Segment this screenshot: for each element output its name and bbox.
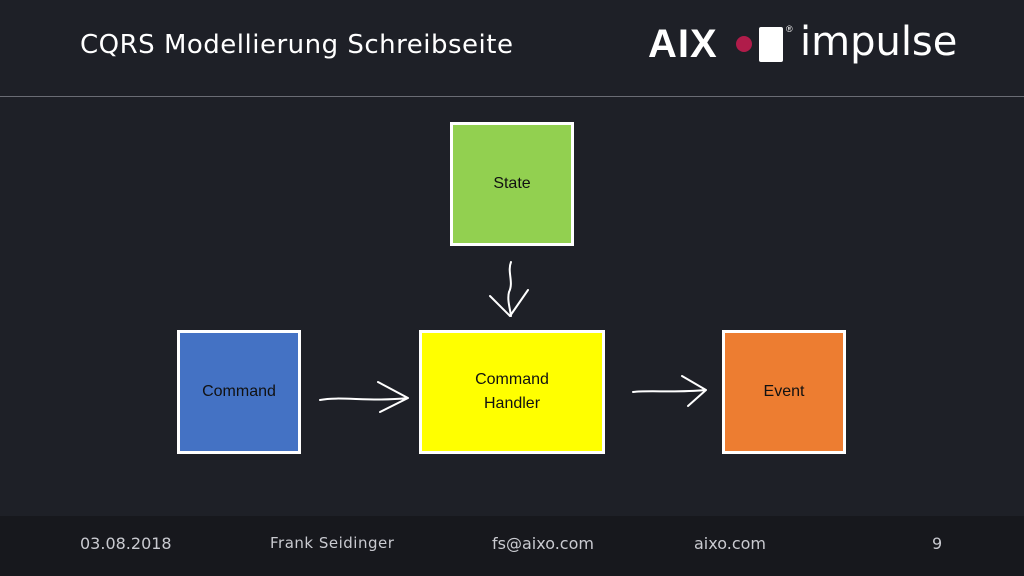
- event-node: Event: [722, 330, 846, 454]
- logo-registered-mark: ®: [786, 24, 793, 34]
- header-divider: [0, 96, 1024, 97]
- aixo-impulse-logo: AIX ® impulse: [648, 19, 958, 72]
- command-handler-node: Command Handler: [419, 330, 605, 454]
- arrow-handler-to-event: [632, 375, 707, 407]
- slide-title: CQRS Modellierung Schreibseite: [80, 30, 514, 60]
- logo-product-text: impulse: [800, 19, 958, 65]
- logo-dot-icon: [736, 36, 752, 52]
- footer-date: 03.08.2018: [80, 534, 172, 553]
- footer-email: fs@aixo.com: [492, 534, 594, 553]
- command-node: Command: [177, 330, 301, 454]
- page-number: 9: [932, 534, 943, 553]
- footer-website: aixo.com: [694, 534, 766, 553]
- footer-author: Frank Seidinger: [270, 534, 395, 552]
- state-node: State: [450, 122, 574, 246]
- logo-brand-text: AIX: [648, 22, 718, 66]
- logo-bar-icon: [759, 27, 783, 62]
- footer-bar: 03.08.2018 Frank Seidinger fs@aixo.com a…: [0, 516, 1024, 576]
- arrow-state-to-handler: [489, 261, 529, 317]
- arrow-command-to-handler: [319, 381, 409, 413]
